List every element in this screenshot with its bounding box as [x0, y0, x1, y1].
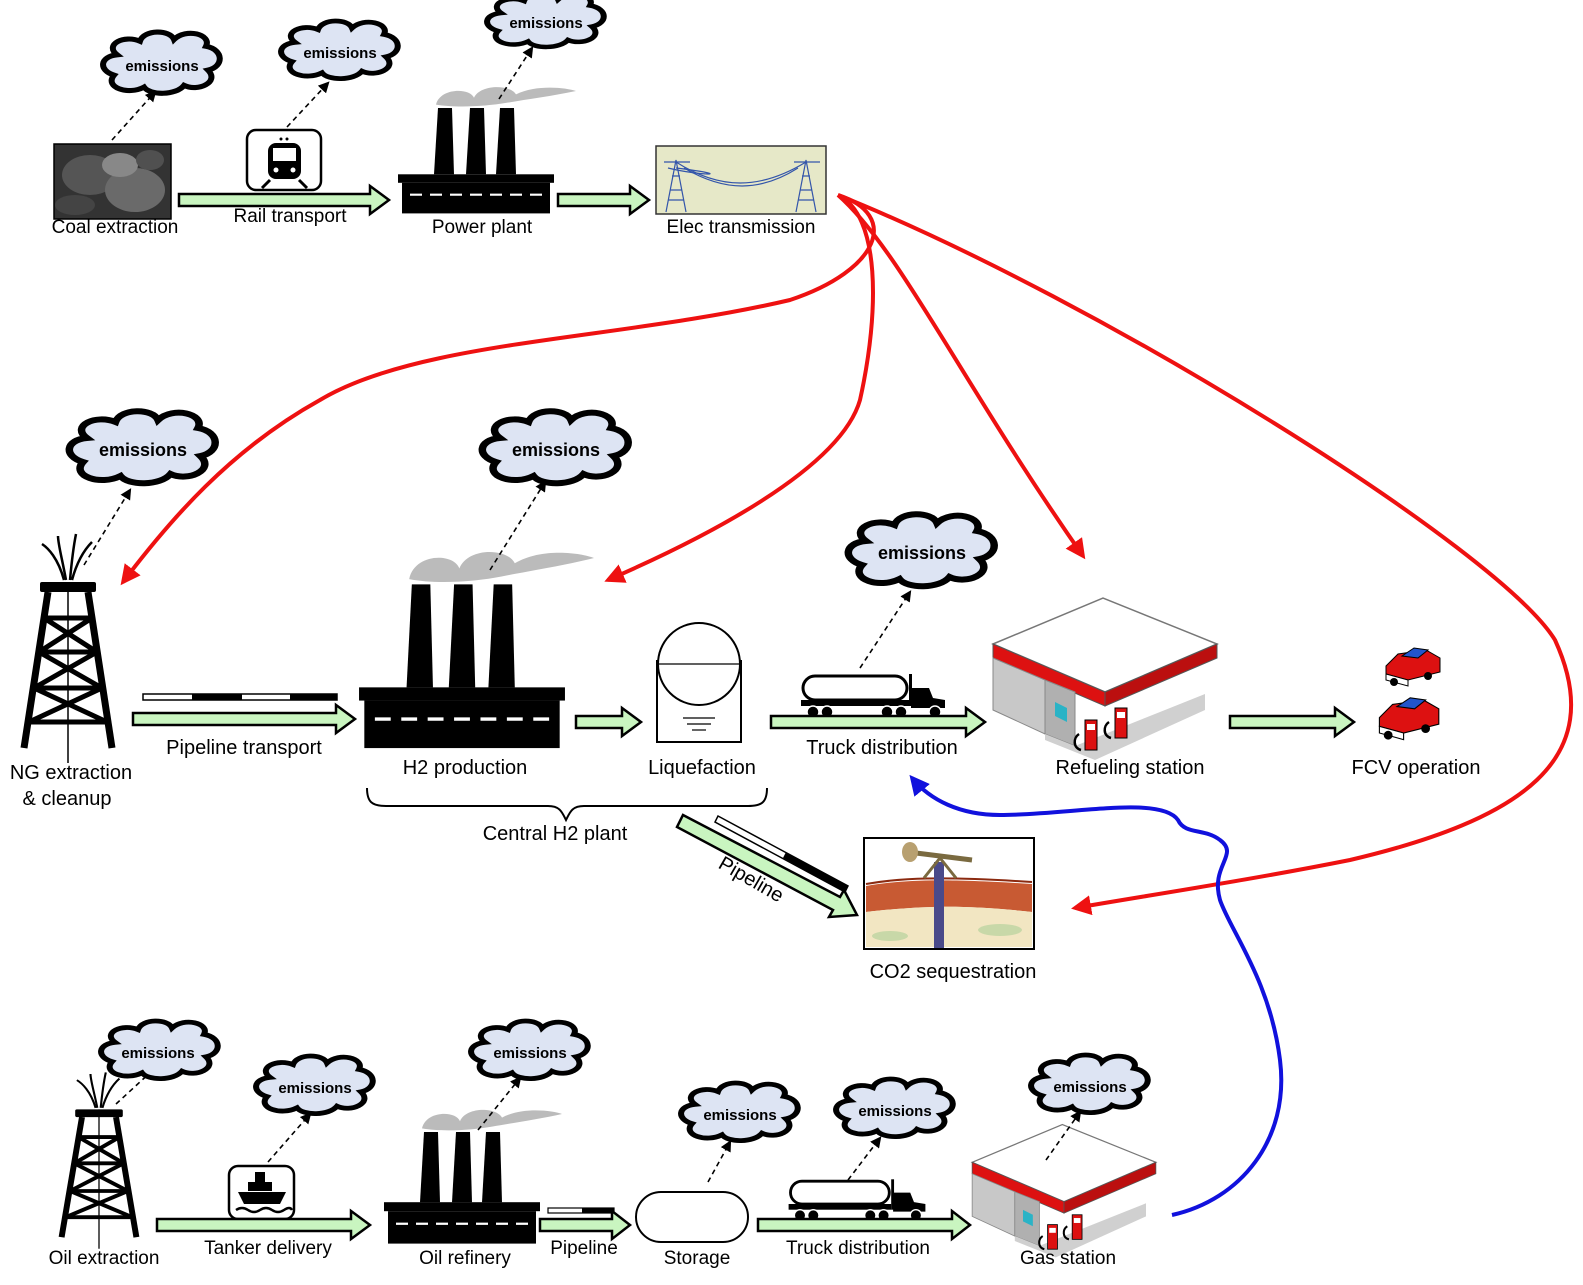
- pipeline-oil-label: Pipeline: [550, 1238, 618, 1259]
- elec-to-h2-production-link: [604, 193, 875, 583]
- emissions-label: emissions: [1053, 1079, 1126, 1096]
- gas-station-to-truck-link: [909, 774, 1284, 1217]
- flow-arrow-truck: [769, 705, 988, 739]
- elec-transmission-label: Elec transmission: [667, 217, 816, 238]
- oil-refinery-icon: [382, 1109, 562, 1245]
- flow-arrow-power: [556, 183, 652, 217]
- emissions-label: emissions: [125, 58, 198, 75]
- h2-production-label: H2 production: [403, 757, 528, 779]
- oil-extraction-label: Oil extraction: [49, 1248, 160, 1269]
- refueling-station-icon: [991, 596, 1219, 762]
- emissions-label: emissions: [99, 440, 187, 460]
- emissions-label: emissions: [493, 1045, 566, 1062]
- elec-to-refueling-link: [836, 193, 1086, 560]
- flow-arrow-pipeline: [131, 702, 358, 736]
- elec-to-co2-link: [837, 193, 1574, 916]
- flow-arrow-fcv: [1228, 705, 1357, 739]
- car-icon: [1378, 697, 1440, 741]
- gas-station-label: Gas station: [1020, 1248, 1116, 1269]
- tanker-truck-icon: [787, 1177, 927, 1223]
- h2-plant-icon: [357, 551, 594, 750]
- flow-arrow-rail: [177, 183, 392, 217]
- ng-rig-icon: [24, 534, 112, 763]
- coal-extraction-node: Coal extraction: [52, 143, 179, 238]
- emissions-label: emissions: [121, 1045, 194, 1062]
- liquefaction-label: Liquefaction: [648, 757, 756, 779]
- electricity-links: [120, 193, 1574, 916]
- power-plant-icon: [396, 87, 576, 215]
- ng-extraction-label: NG extraction: [10, 762, 132, 784]
- refueling-station-label: Refueling station: [1056, 757, 1205, 779]
- car-icon: [1385, 647, 1441, 687]
- power-plant-label: Power plant: [432, 217, 533, 238]
- pipeline-small-icon: [547, 1207, 615, 1214]
- emissions-label: emissions: [278, 1080, 351, 1097]
- liquefier-icon: [656, 622, 742, 743]
- emissions-label: emissions: [878, 543, 966, 563]
- ng-cleanup-label: & cleanup: [23, 788, 112, 810]
- oil-refinery-label: Oil refinery: [419, 1248, 511, 1269]
- coal-extraction-label: Coal extraction: [52, 217, 179, 238]
- elec-to-ng-extraction-link: [120, 193, 876, 586]
- emissions-label: emissions: [509, 15, 582, 32]
- pipeline-icon: [142, 693, 338, 701]
- tanker-delivery-label: Tanker delivery: [204, 1238, 332, 1259]
- emissions-label: emissions: [858, 1103, 931, 1120]
- coal-pile-icon: [53, 143, 172, 220]
- train-icon: [245, 128, 323, 192]
- pumpjack-icon: [863, 837, 1035, 950]
- power-tower-icon: [655, 145, 827, 215]
- emissions-label: emissions: [703, 1107, 776, 1124]
- storage-label: Storage: [664, 1248, 731, 1269]
- oil-rig-icon: [62, 1072, 137, 1248]
- flow-arrow-truck-oil: [756, 1208, 973, 1242]
- storage-tank-icon: [635, 1191, 749, 1243]
- fcv-operation-label: FCV operation: [1352, 757, 1481, 779]
- flow-arrow-tanker: [155, 1208, 373, 1242]
- tanker-truck-icon: [799, 672, 947, 720]
- flow-arrow-co2: [675, 813, 859, 919]
- pipeline-transport-label: Pipeline transport: [166, 737, 322, 759]
- rail-transport-label: Rail transport: [234, 206, 348, 227]
- ship-icon: [227, 1164, 296, 1221]
- flow-arrow-h2: [574, 705, 644, 739]
- truck-distribution-oil-label: Truck distribution: [786, 1238, 930, 1259]
- central-h2-plant-label: Central H2 plant: [483, 823, 628, 845]
- emissions-label: emissions: [512, 440, 600, 460]
- flow-arrow-pipeline-oil: [538, 1208, 633, 1242]
- gas-station-icon: [971, 1123, 1157, 1259]
- emissions-label: emissions: [303, 45, 376, 62]
- central-plant-brace: [366, 787, 768, 823]
- co2-sequestration-label: CO2 sequestration: [870, 961, 1037, 983]
- truck-distribution-label: Truck distribution: [806, 737, 958, 759]
